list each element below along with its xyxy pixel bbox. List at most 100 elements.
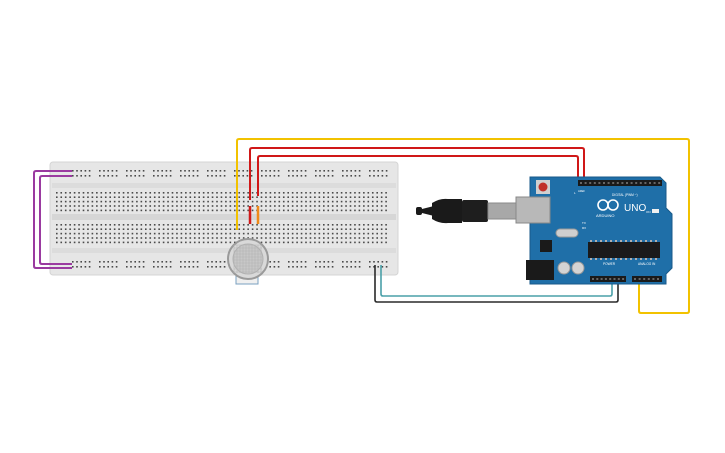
breadboard-hole[interactable] — [130, 266, 132, 268]
breadboard-hole[interactable] — [381, 175, 384, 177]
breadboard-hole[interactable] — [319, 266, 321, 268]
breadboard-hole[interactable] — [78, 237, 80, 239]
breadboard-hole[interactable] — [274, 200, 276, 203]
breadboard-hole[interactable] — [158, 241, 160, 244]
breadboard-hole[interactable] — [118, 209, 120, 212]
breadboard-hole[interactable] — [296, 205, 298, 207]
breadboard-hole[interactable] — [78, 228, 80, 230]
breadboard-hole[interactable] — [376, 241, 378, 244]
breadboard-hole[interactable] — [193, 200, 196, 203]
breadboard-hole[interactable] — [381, 170, 384, 172]
breadboard-hole[interactable] — [136, 228, 138, 230]
breadboard-hole[interactable] — [96, 196, 98, 198]
breadboard-hole[interactable] — [118, 228, 120, 230]
breadboard-hole[interactable] — [207, 175, 209, 177]
breadboard-hole[interactable] — [145, 205, 147, 207]
header-pin[interactable] — [584, 182, 587, 184]
breadboard-hole[interactable] — [260, 192, 263, 194]
breadboard-hole[interactable] — [113, 224, 116, 226]
breadboard-hole[interactable] — [216, 224, 218, 226]
breadboard-hole[interactable] — [380, 205, 383, 207]
breadboard-hole[interactable] — [96, 224, 98, 226]
breadboard-hole[interactable] — [246, 170, 249, 172]
breadboard-hole[interactable] — [176, 228, 178, 230]
breadboard-hole[interactable] — [64, 205, 67, 207]
breadboard-hole[interactable] — [363, 228, 365, 230]
breadboard-hole[interactable] — [153, 209, 156, 212]
breadboard-hole[interactable] — [287, 232, 289, 235]
breadboard-hole[interactable] — [238, 192, 241, 194]
breadboard-hole[interactable] — [242, 175, 244, 177]
breadboard-hole[interactable] — [69, 205, 71, 207]
breadboard-hole[interactable] — [336, 224, 338, 226]
breadboard-hole[interactable] — [278, 205, 281, 207]
header-pin[interactable] — [622, 278, 625, 280]
breadboard-hole[interactable] — [140, 205, 143, 207]
breadboard-hole[interactable] — [367, 232, 370, 235]
breadboard-hole[interactable] — [165, 170, 168, 172]
breadboard-hole[interactable] — [189, 228, 192, 230]
breadboard-hole[interactable] — [274, 241, 276, 244]
breadboard-hole[interactable] — [346, 261, 348, 263]
breadboard-hole[interactable] — [369, 175, 371, 177]
breadboard-hole[interactable] — [296, 209, 298, 212]
breadboard-hole[interactable] — [189, 196, 192, 198]
breadboard-hole[interactable] — [169, 175, 172, 177]
breadboard-hole[interactable] — [220, 196, 223, 198]
breadboard-hole[interactable] — [149, 200, 152, 203]
breadboard-hole[interactable] — [171, 196, 174, 198]
breadboard-hole[interactable] — [100, 200, 103, 203]
breadboard-hole[interactable] — [91, 232, 94, 235]
breadboard-hole[interactable] — [256, 200, 258, 203]
breadboard-hole[interactable] — [153, 205, 156, 207]
breadboard-hole[interactable] — [380, 224, 383, 226]
breadboard-hole[interactable] — [171, 232, 174, 235]
breadboard-hole[interactable] — [162, 205, 165, 207]
breadboard-hole[interactable] — [291, 196, 294, 198]
breadboard-hole[interactable] — [265, 192, 267, 194]
breadboard-hole[interactable] — [376, 209, 378, 212]
breadboard-hole[interactable] — [88, 175, 91, 177]
breadboard-hole[interactable] — [358, 200, 361, 203]
breadboard-hole[interactable] — [371, 196, 374, 198]
breadboard-hole[interactable] — [376, 237, 378, 239]
breadboard-hole[interactable] — [158, 205, 160, 207]
breadboard-hole[interactable] — [234, 192, 236, 194]
breadboard-hole[interactable] — [56, 228, 58, 230]
breadboard-hole[interactable] — [229, 192, 232, 194]
breadboard-hole[interactable] — [385, 196, 387, 198]
breadboard-hole[interactable] — [91, 196, 94, 198]
breadboard-hole[interactable] — [292, 261, 294, 263]
breadboard-hole[interactable] — [185, 200, 187, 203]
breadboard-hole[interactable] — [292, 266, 294, 268]
breadboard-hole[interactable] — [127, 209, 129, 212]
breadboard-hole[interactable] — [242, 209, 245, 212]
breadboard-hole[interactable] — [176, 192, 178, 194]
breadboard-hole[interactable] — [76, 170, 78, 172]
breadboard-hole[interactable] — [87, 232, 89, 235]
breadboard-hole[interactable] — [342, 266, 344, 268]
breadboard-hole[interactable] — [315, 261, 317, 263]
breadboard-hole[interactable] — [251, 237, 254, 239]
breadboard-hole[interactable] — [157, 266, 159, 268]
breadboard-hole[interactable] — [247, 224, 249, 226]
breadboard-hole[interactable] — [131, 228, 134, 230]
breadboard-hole[interactable] — [211, 237, 214, 239]
breadboard-hole[interactable] — [278, 241, 281, 244]
breadboard-hole[interactable] — [211, 209, 214, 212]
breadboard-hole[interactable] — [358, 232, 361, 235]
breadboard-hole[interactable] — [256, 228, 258, 230]
breadboard-hole[interactable] — [207, 196, 209, 198]
breadboard-hole[interactable] — [176, 241, 178, 244]
breadboard-hole[interactable] — [111, 261, 114, 263]
breadboard-hole[interactable] — [340, 196, 343, 198]
breadboard-hole[interactable] — [345, 237, 347, 239]
breadboard-hole[interactable] — [131, 205, 134, 207]
breadboard-hole[interactable] — [104, 192, 107, 194]
breadboard-hole[interactable] — [130, 170, 132, 172]
breadboard-hole[interactable] — [345, 205, 347, 207]
breadboard-hole[interactable] — [131, 241, 134, 244]
breadboard-hole[interactable] — [78, 196, 80, 198]
breadboard-hole[interactable] — [282, 192, 285, 194]
breadboard-hole[interactable] — [278, 228, 281, 230]
